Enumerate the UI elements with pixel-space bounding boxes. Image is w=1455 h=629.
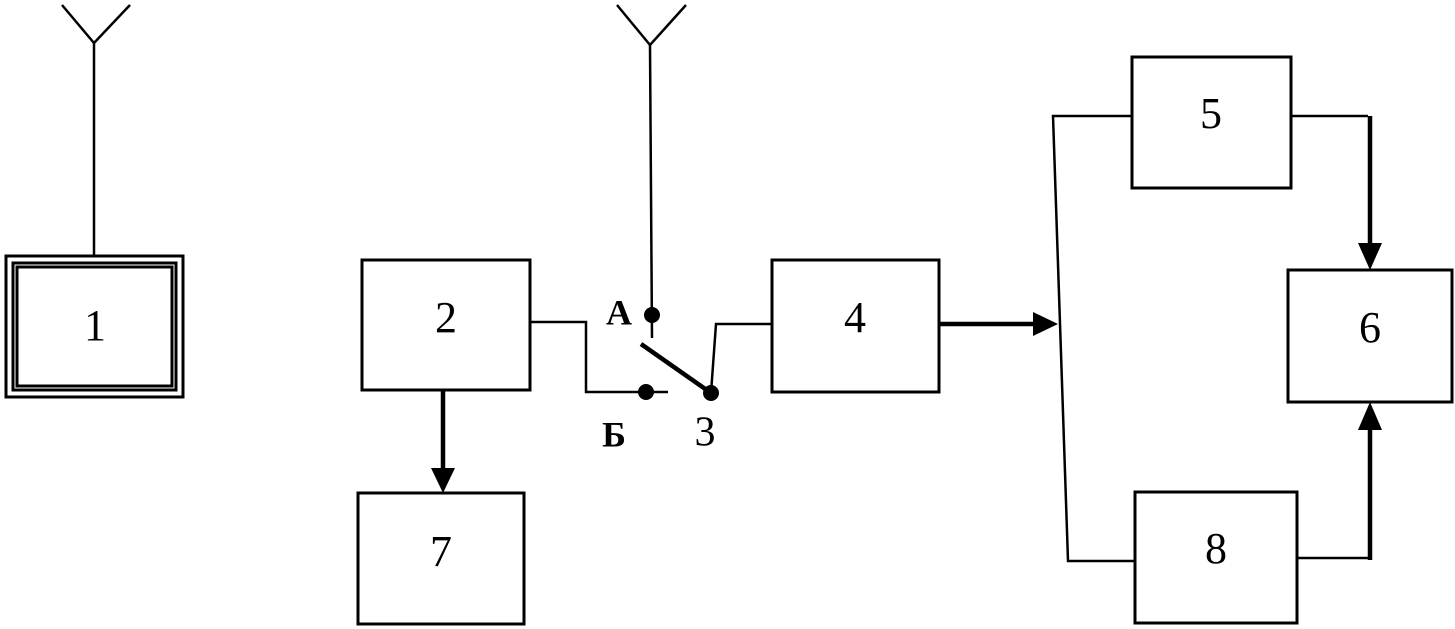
contact-b-label: Б xyxy=(602,414,626,454)
arrow-8-to-6 xyxy=(1297,402,1382,560)
block-5: 5 xyxy=(1130,55,1293,190)
block-2-label: 2 xyxy=(435,293,457,342)
switch-3-label: 3 xyxy=(695,410,716,456)
splitter-wire xyxy=(1051,114,1135,563)
antenna-1 xyxy=(61,4,131,256)
block-1: 1 xyxy=(4,254,185,399)
contact-b-dot xyxy=(638,384,654,400)
block-1-label: 1 xyxy=(84,301,106,350)
arrow-2-to-7 xyxy=(431,390,455,493)
block-6: 6 xyxy=(1286,268,1454,404)
arrow-4-to-junction xyxy=(939,312,1058,336)
block-4: 4 xyxy=(770,258,941,394)
block-6-label: 6 xyxy=(1359,303,1381,352)
block-8: 8 xyxy=(1133,490,1299,625)
block-7: 7 xyxy=(356,491,526,626)
switch-blade xyxy=(639,342,713,395)
arrow-5-to-6 xyxy=(1291,114,1382,270)
block-2: 2 xyxy=(360,258,532,392)
wire-3-to-4 xyxy=(709,322,772,394)
antenna-3 xyxy=(616,4,687,339)
block-8-label: 8 xyxy=(1205,524,1227,573)
wire-2-to-contact-b xyxy=(530,320,668,394)
contact-a-dot xyxy=(644,307,660,323)
block-4-label: 4 xyxy=(844,293,866,342)
switch-3: А Б 3 xyxy=(602,292,772,456)
block-5-label: 5 xyxy=(1200,89,1222,138)
block-7-label: 7 xyxy=(430,527,452,576)
contact-a-label: А xyxy=(606,292,632,332)
